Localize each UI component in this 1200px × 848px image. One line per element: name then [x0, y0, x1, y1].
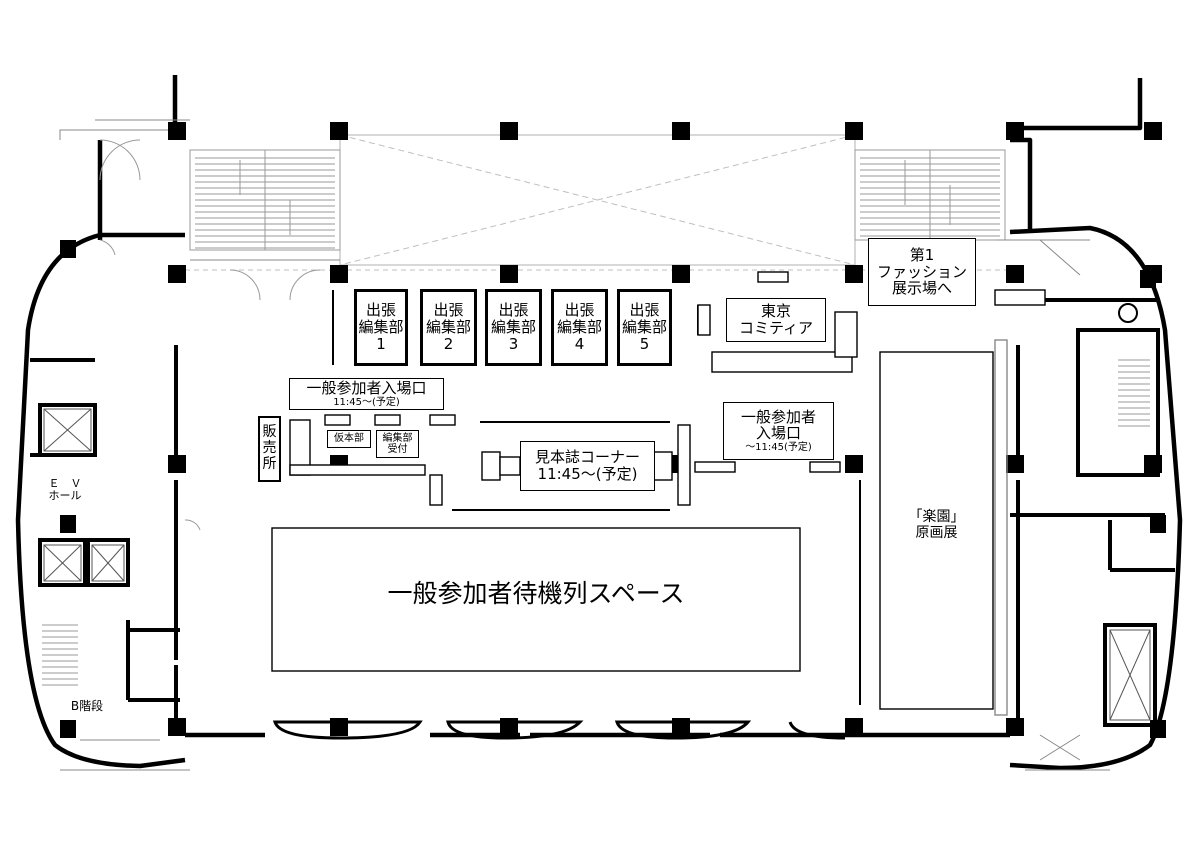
light-lines [59, 119, 1110, 771]
mihonshi-corner: 見本誌コーナー 11:45～(予定) [520, 441, 655, 491]
waiting-space-label: 一般参加者待機列スペース [387, 579, 685, 608]
shutcho-henshubu-3: 出張 編集部 3 [485, 289, 542, 366]
structural-columns [60, 122, 1166, 738]
rakuen-area-outline [879, 351, 994, 710]
shutcho-henshubu-4: 出張 編集部 4 [551, 289, 608, 366]
left-stairs [189, 149, 341, 251]
service-stairs [42, 359, 1150, 686]
entrance-right-title: 一般参加者 入場口 [740, 407, 816, 443]
karihonbu: 仮本部 [327, 430, 371, 448]
rakuen-exhibit-label: 「楽園」 原画展 [908, 509, 965, 541]
entrance-left-title: 一般参加者入場口 [306, 379, 427, 397]
entrance-left-sign: 一般参加者入場口 11:45～(予定) [289, 378, 444, 410]
shutcho-henshubu-2: 出張 編集部 2 [420, 289, 477, 366]
ev-hall-label: Ｅ Ｖ ホール [48, 477, 82, 503]
elevator-shafts [43, 408, 1151, 721]
tables [289, 271, 1046, 716]
door-swings [99, 139, 321, 531]
bottom-bays [272, 720, 846, 740]
tokyo-comitia: 東京 コミティア [726, 298, 826, 342]
pillar-circle [1118, 303, 1138, 323]
shutcho-henshubu-1: 出張 編集部 1 [354, 289, 408, 366]
fashion-hall-sign: 第1 ファッション 展示場へ [868, 238, 976, 306]
mihonshi-time: 11:45～(予定) [537, 465, 638, 483]
b-stairs-label: B階段 [70, 699, 104, 713]
entrance-left-time: 11:45～(予定) [333, 396, 400, 408]
hanbaijo: 販 売 所 [258, 416, 281, 482]
outer-walls [15, 75, 1183, 771]
waiting-area-outline [271, 527, 801, 672]
right-stairs [854, 149, 1006, 241]
entrance-right-sign: 一般参加者 入場口 ～11:45(予定) [723, 402, 834, 460]
mihonshi-title: 見本誌コーナー [534, 448, 640, 467]
inner-walls [30, 298, 1175, 735]
henshubu-uketsuke: 編集部 受付 [376, 430, 419, 458]
entrance-right-time: ～11:45(予定) [745, 442, 812, 454]
shutcho-henshubu-5: 出張 編集部 5 [617, 289, 672, 366]
